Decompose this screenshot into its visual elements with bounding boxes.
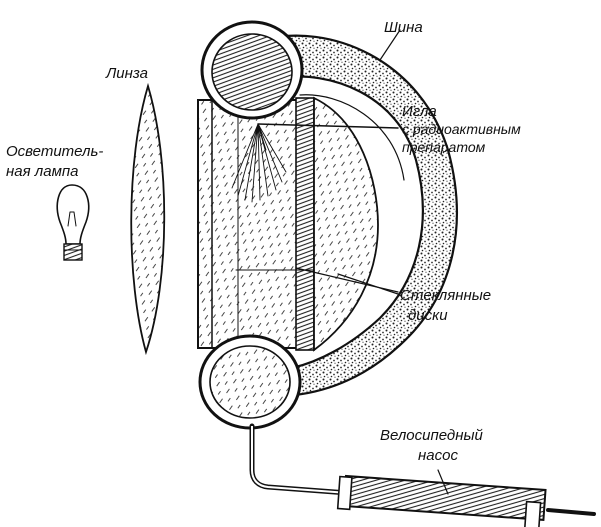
pump-label-line2: насос	[418, 447, 458, 464]
discs-label-line2: диски	[408, 307, 448, 324]
needle-label-line2: с радиоактивным	[402, 121, 521, 137]
lamp-icon	[57, 185, 88, 260]
lens-label: Линза	[105, 65, 148, 82]
needle-label-line1: Игла	[402, 103, 437, 120]
discs-label-line1: Стеклянные	[400, 287, 491, 304]
needle-label-line3: препаратом	[402, 139, 486, 155]
top-rim	[202, 22, 302, 118]
tire-label: Шина	[384, 19, 423, 36]
glass-chamber	[198, 98, 378, 350]
lamp-label-line1: Осветитель-	[6, 143, 103, 160]
pump-label-line1: Велосипедный	[380, 427, 484, 444]
bottom-rim	[200, 336, 300, 428]
lamp-label-line2: ная лампа	[6, 163, 78, 180]
lens-shape	[131, 86, 164, 352]
